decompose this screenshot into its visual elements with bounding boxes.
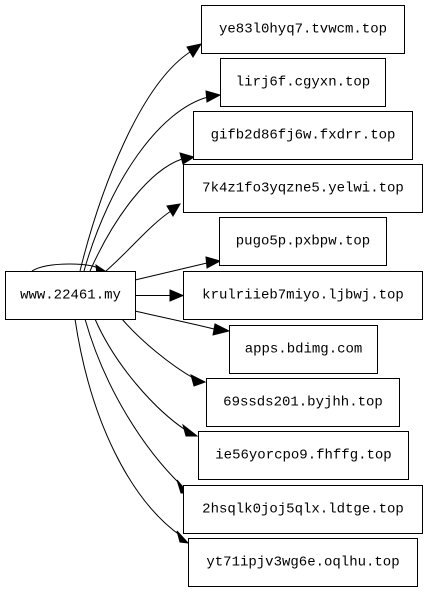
arrowhead-icon bbox=[205, 90, 222, 103]
node-target-2[interactable]: gifb2d86fj6w.fxdrr.top bbox=[193, 111, 413, 160]
arrowhead-icon bbox=[176, 530, 190, 544]
node-label: apps.bdimg.com bbox=[245, 342, 363, 358]
edge-line bbox=[134, 310, 219, 331]
arrowhead-icon bbox=[169, 289, 185, 302]
node-label: 2hsqlk0joj5qlx.ldtge.top bbox=[202, 502, 404, 518]
node-label: ye83l0hyq7.tvwcm.top bbox=[219, 22, 387, 38]
arrowhead-icon bbox=[205, 256, 222, 269]
edge-src-t8 bbox=[94, 318, 199, 437]
node-box bbox=[193, 111, 413, 160]
node-target-4[interactable]: pugo5p.pxbpw.top bbox=[219, 217, 387, 266]
edge-src-t0 bbox=[79, 43, 203, 272]
node-label: 7k4z1fo3yqzne5.yelwi.top bbox=[202, 181, 404, 197]
edge-layer bbox=[31, 43, 231, 544]
node-label: 69ssds201.byjhh.top bbox=[223, 395, 383, 411]
node-label: krulriieb7miyo.ljbwj.top bbox=[202, 288, 404, 304]
node-box bbox=[183, 164, 423, 213]
edge-line bbox=[83, 96, 209, 272]
edge-src-t3 bbox=[105, 203, 181, 272]
edge-src-t6 bbox=[134, 310, 231, 336]
node-label: lirj6f.cgyxn.top bbox=[236, 75, 370, 91]
edge-src-t4 bbox=[134, 256, 222, 281]
edge-src-t7 bbox=[121, 318, 207, 387]
edge-src-t5 bbox=[135, 289, 185, 302]
arrowhead-icon bbox=[186, 43, 203, 58]
edge-line bbox=[121, 318, 196, 380]
arrowhead-icon bbox=[212, 323, 231, 336]
node-target-9[interactable]: 2hsqlk0joj5qlx.ldtge.top bbox=[183, 485, 423, 534]
node-label: gifb2d86fj6w.fxdrr.top bbox=[211, 128, 396, 144]
edge-line bbox=[105, 210, 172, 272]
node-label: ie56yorcpo9.fhffg.top bbox=[215, 448, 391, 464]
node-box bbox=[188, 538, 418, 587]
node-target-3[interactable]: 7k4z1fo3yqzne5.yelwi.top bbox=[183, 164, 423, 213]
edge-line bbox=[74, 318, 182, 537]
node-box bbox=[220, 58, 386, 107]
node-box bbox=[183, 271, 423, 320]
node-box bbox=[219, 217, 387, 266]
node-box bbox=[198, 431, 409, 480]
node-target-6[interactable]: apps.bdimg.com bbox=[229, 325, 378, 374]
node-target-8[interactable]: ie56yorcpo9.fhffg.top bbox=[198, 431, 409, 480]
node-source[interactable]: www.22461.my bbox=[5, 271, 136, 320]
node-label: www.22461.my bbox=[20, 288, 121, 304]
arrowhead-icon bbox=[190, 374, 207, 387]
node-target-1[interactable]: lirj6f.cgyxn.top bbox=[220, 58, 386, 107]
node-box bbox=[206, 378, 400, 427]
node-target-0[interactable]: ye83l0hyq7.tvwcm.top bbox=[201, 5, 405, 54]
edge-src-t9 bbox=[84, 318, 190, 494]
edge-line bbox=[79, 51, 191, 272]
arrowhead-icon bbox=[166, 203, 181, 217]
node-target-7[interactable]: 69ssds201.byjhh.top bbox=[206, 378, 400, 427]
node-target-10[interactable]: yt71ipjv3wg6e.oqlhu.top bbox=[188, 538, 418, 587]
edge-line bbox=[94, 318, 188, 432]
node-box bbox=[183, 485, 423, 534]
arrowhead-icon bbox=[179, 152, 196, 165]
edge-line bbox=[89, 158, 183, 272]
node-box bbox=[5, 271, 136, 320]
node-label: yt71ipjv3wg6e.oqlhu.top bbox=[206, 555, 399, 571]
edge-src-t10 bbox=[74, 318, 190, 544]
node-target-5[interactable]: krulriieb7miyo.ljbwj.top bbox=[183, 271, 423, 320]
edge-line bbox=[31, 263, 101, 272]
node-box bbox=[229, 325, 378, 374]
node-label: pugo5p.pxbpw.top bbox=[236, 234, 370, 250]
edge-line bbox=[134, 262, 208, 281]
edge-src-t2 bbox=[89, 152, 196, 272]
arrowhead-icon bbox=[182, 423, 199, 437]
edge-src-t1 bbox=[83, 90, 222, 272]
node-box bbox=[201, 5, 405, 54]
edge-line bbox=[84, 318, 182, 486]
